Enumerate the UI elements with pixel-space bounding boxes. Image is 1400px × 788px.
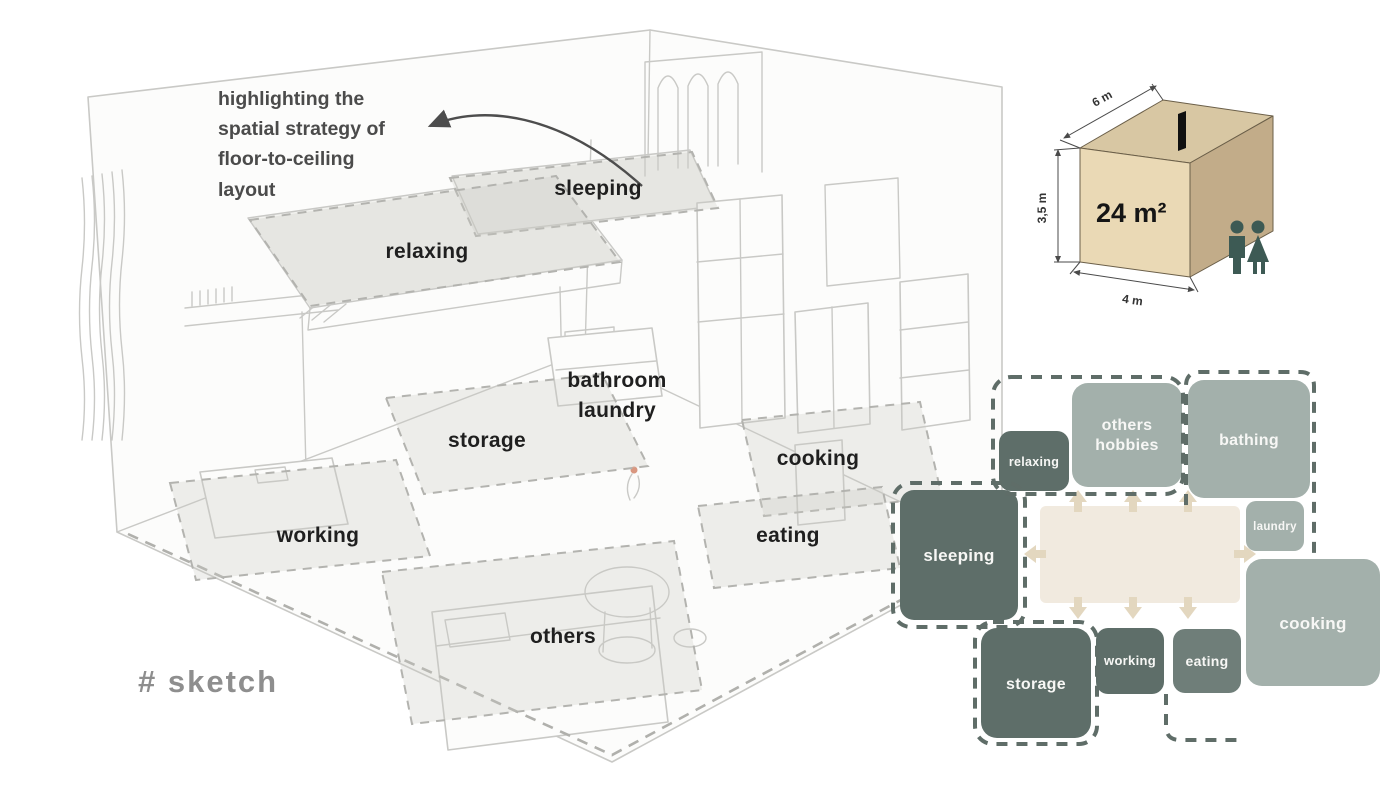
curtain	[78, 169, 126, 441]
bubble-label-storage: storage	[1006, 676, 1066, 693]
zone-overlays	[127, 150, 995, 757]
dim-height-label: 3,5 m	[1035, 193, 1049, 224]
bubble-relaxing	[999, 431, 1069, 491]
zone-label-cooking: cooking	[776, 447, 860, 470]
dashed-outline-relaxing-others	[991, 375, 1185, 496]
bubble-label-others-line1: others	[1102, 417, 1153, 434]
zoning-bubble-diagram: sleeping relaxing others hobbies bathing…	[891, 370, 1380, 746]
bathroom-unit	[547, 327, 663, 407]
bubble-label-eating: eating	[1185, 653, 1228, 669]
bubble-label-bathing: bathing	[1219, 432, 1279, 449]
bubble-blocks	[900, 380, 1380, 738]
people-scale-figures	[1229, 220, 1269, 274]
desk	[199, 457, 349, 539]
box-faces	[1079, 99, 1274, 278]
box-area-label: 24 m²	[1096, 198, 1167, 228]
dashed-outline-bottom	[1164, 694, 1244, 742]
male-person-icon	[1229, 220, 1245, 274]
arrow-up-icon	[1069, 490, 1087, 512]
bubble-dashed-outlines	[891, 370, 1316, 746]
arched-wall	[644, 51, 763, 177]
zone-label-sleeping: sleeping	[554, 177, 642, 200]
zone-label-bathroom-laundry: bathroom laundry	[567, 366, 666, 427]
zone-label-working: working	[276, 524, 360, 547]
zone-label-bathroom-line1: bathroom	[567, 369, 667, 392]
zone-label-relaxing: relaxing	[385, 240, 469, 263]
zone-label-storage: storage	[448, 429, 526, 452]
zone-label-others: others	[530, 625, 596, 648]
dim-width-label: 4 m	[1121, 292, 1143, 309]
bubble-eating	[1173, 629, 1241, 693]
coin-slot-icon	[1178, 111, 1186, 151]
volume-box-diagram: 24 m² 6 m 3,5 m 4 m	[1035, 83, 1274, 308]
bubble-laundry	[1246, 501, 1304, 551]
arrow-left-icon	[1024, 545, 1046, 563]
arrow-down-icon	[1124, 597, 1142, 619]
bubble-labels: sleeping relaxing others hobbies bathing…	[923, 417, 1346, 693]
bubble-others-hobbies	[1072, 383, 1182, 487]
arrow-up-icon	[1124, 490, 1142, 512]
bubble-storage	[981, 628, 1091, 738]
right-cabinets	[794, 177, 971, 526]
sketch-hashtag: # sketch	[138, 664, 279, 699]
bubble-label-working: working	[1103, 653, 1156, 668]
dimension-height: 3,5 m	[1035, 147, 1081, 263]
dim-depth-label: 6 m	[1090, 87, 1115, 109]
annotation-arrow	[427, 109, 643, 187]
arrow-down-icon	[1179, 597, 1197, 619]
bubble-label-relaxing: relaxing	[1009, 455, 1059, 469]
dashed-outline-sleeping	[891, 481, 1027, 629]
bed	[431, 585, 669, 751]
bubble-label-laundry: laundry	[1253, 521, 1297, 533]
dashed-outline-wet-zone	[1184, 370, 1316, 555]
bubble-sleeping	[900, 490, 1018, 620]
zone-label-eating: eating	[756, 524, 820, 547]
bubble-label-sleeping: sleeping	[923, 546, 994, 565]
bubble-bathing	[1188, 380, 1310, 498]
arrow-down-icon	[1069, 597, 1087, 619]
bubble-label-cooking: cooking	[1279, 614, 1346, 633]
bubble-cooking	[1246, 559, 1380, 686]
annotation-note: highlighting the spatial strategy of flo…	[218, 88, 385, 201]
arrow-right-icon	[1234, 545, 1256, 563]
circulation-core	[1040, 506, 1240, 603]
dimension-width: 4 m	[1069, 261, 1199, 309]
bubble-label-others-line2: hobbies	[1095, 437, 1158, 454]
dashed-outline-storage	[973, 620, 1099, 746]
bubble-working	[1096, 628, 1164, 694]
round-table	[584, 466, 707, 664]
female-person-icon	[1247, 220, 1269, 274]
zone-label-bathroom-line2: laundry	[578, 399, 656, 423]
wardrobe	[696, 194, 786, 429]
